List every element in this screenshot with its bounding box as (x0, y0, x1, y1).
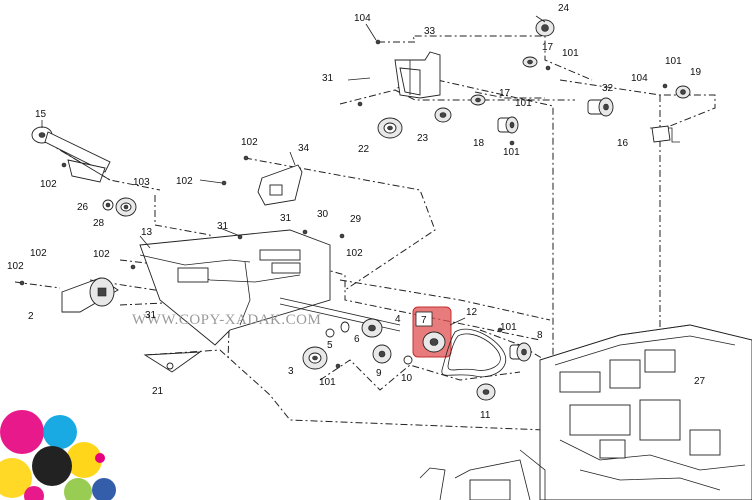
roller-24 (535, 19, 555, 37)
frame-plate-13 (139, 229, 331, 346)
label-9: 9 (376, 368, 382, 379)
label-102: 102 (7, 261, 24, 272)
roller-9 (372, 344, 392, 364)
bracket-33 (394, 51, 441, 99)
label-24: 24 (558, 3, 570, 14)
roller-23 (434, 107, 452, 123)
label-31: 31 (280, 213, 292, 224)
label-17: 17 (499, 88, 511, 99)
gear-10 (403, 355, 413, 365)
label-17: 17 (542, 42, 554, 53)
label-11: 11 (480, 410, 491, 421)
label-12: 12 (466, 307, 478, 318)
label-103: 103 (133, 177, 150, 188)
label-6: 6 (354, 334, 360, 345)
gear-5 (325, 328, 335, 338)
roller-18 (497, 116, 519, 134)
label-101: 101 (503, 147, 520, 158)
label-15: 15 (35, 109, 47, 120)
label-28: 28 (93, 218, 105, 229)
roller-22 (377, 117, 403, 139)
label-23: 23 (417, 133, 429, 144)
label-22: 22 (358, 144, 370, 155)
leader-lines (41, 15, 546, 326)
belt-12 (441, 328, 507, 378)
label-102: 102 (346, 248, 363, 259)
bearing-17a (522, 56, 538, 68)
color-logo (0, 410, 116, 500)
roller-8 (509, 342, 532, 362)
label-3: 3 (288, 366, 294, 377)
roller-3 (302, 346, 328, 370)
label-33: 33 (424, 26, 436, 37)
label-30: 30 (317, 209, 329, 220)
label-5: 5 (327, 340, 333, 351)
gear-6 (340, 321, 350, 333)
label-4: 4 (395, 314, 401, 325)
highlighted-part-7[interactable] (412, 306, 452, 358)
label-32: 32 (602, 83, 614, 94)
label-18: 18 (473, 138, 485, 149)
main-frame-body (419, 324, 752, 500)
label-31: 31 (217, 221, 229, 232)
roller-11 (476, 383, 496, 401)
label-101: 101 (500, 322, 517, 333)
watermark-text: WWW.COPY-XADAK.COM (132, 312, 321, 328)
label-26: 26 (77, 202, 89, 213)
label-104: 104 (354, 13, 371, 24)
roller-19 (675, 85, 691, 99)
label-2: 2 (28, 311, 34, 322)
part-number-labels: 104 33 24 17 101 31 101 104 19 32 17 101… (7, 3, 706, 421)
label-27: 27 (694, 376, 706, 387)
bracket-34 (257, 164, 303, 206)
plate-21 (143, 351, 202, 373)
label-101: 101 (319, 377, 336, 388)
label-34: 34 (298, 143, 310, 154)
label-101: 101 (562, 48, 579, 59)
motor-2 (61, 277, 119, 313)
label-102: 102 (176, 176, 193, 187)
label-16: 16 (617, 138, 629, 149)
label-102: 102 (30, 248, 47, 259)
shaft-4 (279, 297, 401, 338)
label-102: 102 (40, 179, 57, 190)
label-19: 19 (690, 67, 702, 78)
bracket-16 (650, 125, 680, 143)
label-8: 8 (537, 330, 543, 341)
screws (19, 39, 668, 369)
label-104: 104 (631, 73, 648, 84)
pulley-32 (587, 97, 614, 117)
label-10: 10 (401, 373, 413, 384)
label-29: 29 (350, 214, 362, 225)
label-31: 31 (322, 73, 334, 84)
label-101: 101 (515, 98, 532, 109)
arm-15 (31, 126, 111, 183)
label-102: 102 (241, 137, 258, 148)
label-102: 102 (93, 249, 110, 260)
label-13: 13 (141, 227, 153, 238)
label-101: 101 (665, 56, 682, 67)
gear-26 (102, 199, 114, 211)
label-7[interactable]: 7 (421, 315, 427, 326)
bearing-17b (470, 94, 486, 106)
label-31: 31 (145, 310, 157, 321)
label-21: 21 (152, 386, 164, 397)
roller-28 (115, 197, 137, 217)
